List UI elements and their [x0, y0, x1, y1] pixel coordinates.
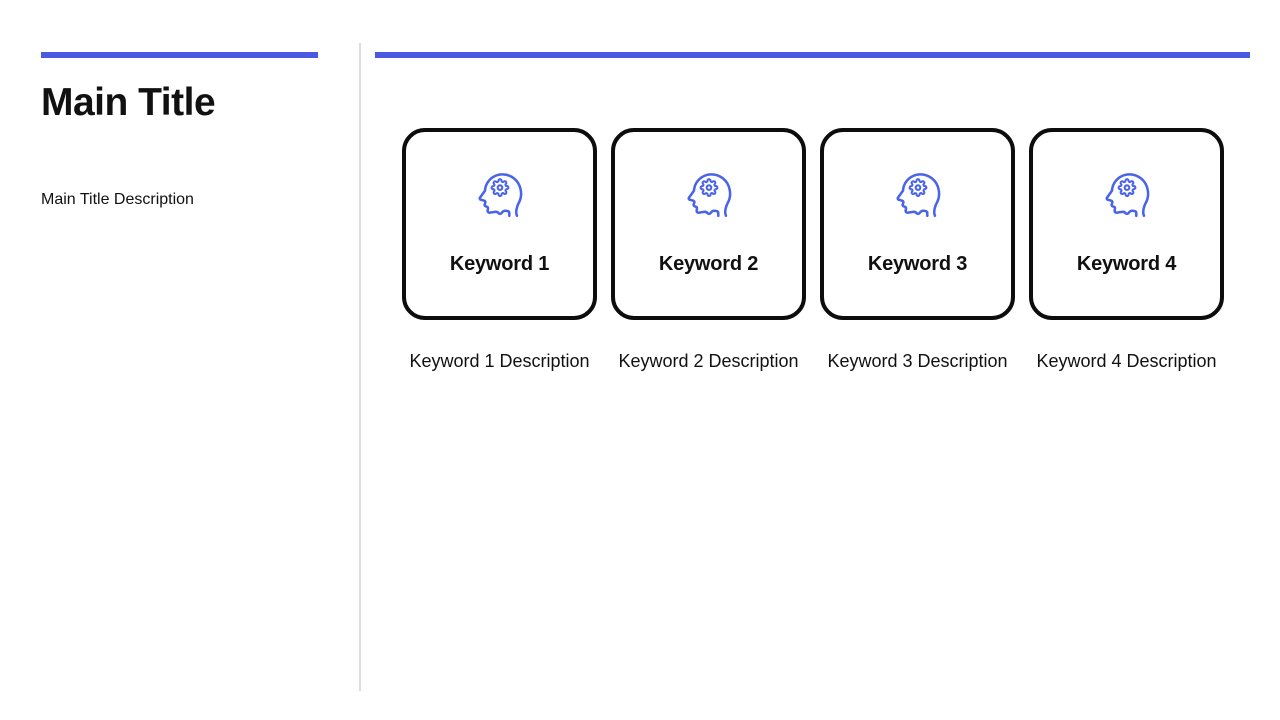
keyword-label[interactable]: Keyword 2 — [658, 253, 759, 275]
keyword-column-2: Keyword 2 Keyword 2 Description — [611, 128, 806, 372]
keyword-label[interactable]: Keyword 1 — [449, 253, 550, 275]
keyword-label[interactable]: Keyword 4 — [1076, 253, 1177, 275]
content-panel: Keyword 1 Keyword 1 Description Keyword … — [375, 52, 1250, 371]
vertical-divider — [359, 43, 361, 691]
head-gear-icon — [687, 173, 732, 217]
keyword-description[interactable]: Keyword 3 Description — [827, 351, 1008, 371]
title-accent-bar — [41, 52, 318, 58]
keyword-card-2[interactable]: Keyword 2 — [611, 128, 806, 320]
keyword-cards-row: Keyword 1 Keyword 1 Description Keyword … — [402, 128, 1224, 372]
main-title-description[interactable]: Main Title Description — [41, 190, 194, 208]
content-accent-bar — [375, 52, 1250, 58]
left-panel: Main Title Main Title Description — [41, 52, 318, 211]
keyword-card-1[interactable]: Keyword 1 — [402, 128, 597, 320]
keyword-column-1: Keyword 1 Keyword 1 Description — [402, 128, 597, 372]
keyword-description[interactable]: Keyword 1 Description — [409, 351, 590, 371]
keyword-description[interactable]: Keyword 4 Description — [1036, 351, 1217, 371]
keyword-card-3[interactable]: Keyword 3 — [820, 128, 1015, 320]
keyword-card-4[interactable]: Keyword 4 — [1029, 128, 1224, 320]
keyword-column-3: Keyword 3 Keyword 3 Description — [820, 128, 1015, 372]
keyword-column-4: Keyword 4 Keyword 4 Description — [1029, 128, 1224, 372]
head-gear-icon — [1105, 173, 1150, 217]
keyword-label[interactable]: Keyword 3 — [867, 253, 968, 275]
main-title[interactable]: Main Title — [41, 81, 216, 124]
head-gear-icon — [478, 173, 523, 217]
head-gear-icon — [896, 173, 941, 217]
keyword-description[interactable]: Keyword 2 Description — [618, 351, 799, 371]
